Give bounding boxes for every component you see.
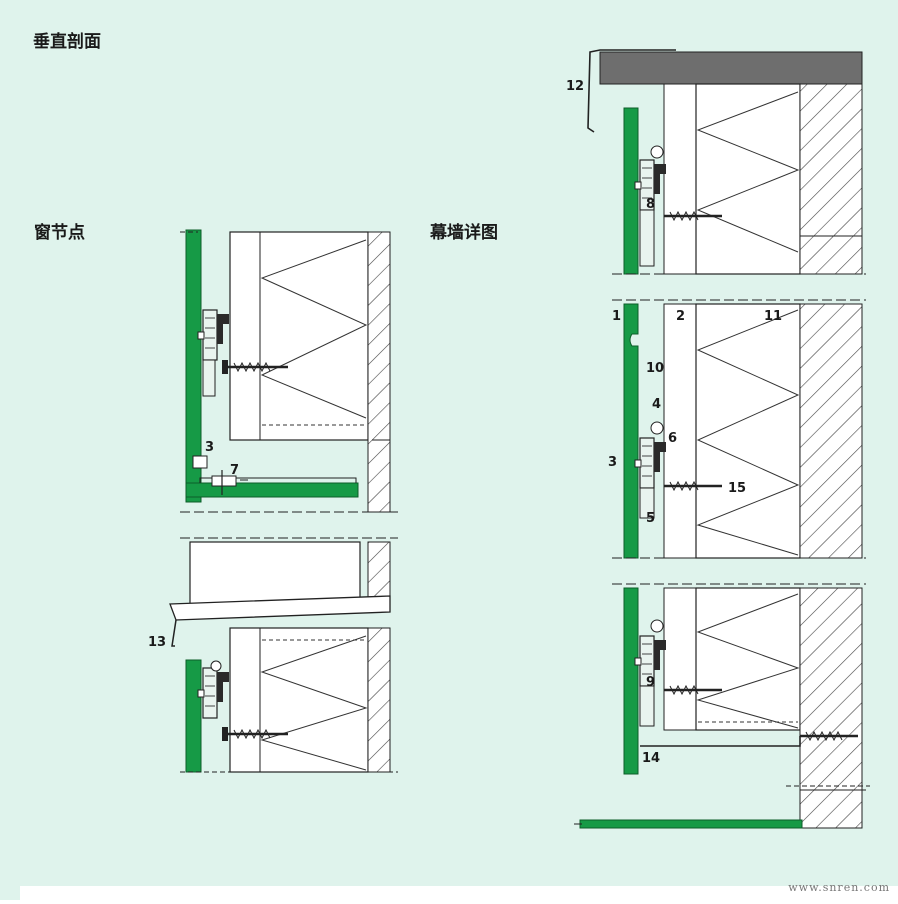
callout-n12: 12	[566, 79, 584, 94]
green-ground-strip	[579, 819, 803, 829]
callout-n1: 1	[612, 309, 621, 324]
insulation-box-upper	[229, 231, 369, 441]
green-panel-upper	[185, 229, 202, 503]
curtain-section-middle: 1 2 11 10 4 6 3 15 5	[608, 299, 866, 559]
green-panel-top	[623, 107, 639, 275]
insulation-box-lower	[229, 627, 369, 773]
callout-n6: 6	[668, 431, 677, 446]
masonry-hatch-top	[799, 83, 863, 275]
masonry-hatch-lower-top	[367, 541, 391, 601]
callout-n8: 8	[646, 197, 655, 212]
sloped-sill	[169, 595, 391, 621]
insulation-bottom	[695, 587, 801, 731]
coping-flashing	[587, 49, 676, 133]
curtain-section-bottom: 9 14	[574, 583, 870, 829]
title-curtain-detail: 幕墙详图	[430, 223, 498, 243]
green-panel-lower	[185, 659, 202, 773]
callout-n2: 2	[676, 309, 685, 324]
window-node-lower: 13	[148, 537, 398, 773]
callout-n3: 3	[608, 455, 617, 470]
masonry-hatch-bottom	[799, 587, 863, 829]
title-main: 垂直剖面	[33, 32, 101, 52]
masonry-hatch-upper	[367, 231, 391, 513]
callout-w3: 3	[205, 440, 214, 455]
paper-bottom-edge	[20, 886, 898, 900]
insulation-top	[695, 83, 801, 275]
roof-slab	[599, 51, 863, 85]
drip-flashing	[171, 619, 177, 647]
callout-n9: 9	[646, 675, 655, 690]
green-panel-middle	[623, 303, 639, 559]
insulation-zigzag-upper	[260, 239, 368, 419]
green-panel-bottom	[623, 587, 639, 775]
base-flashing	[640, 736, 801, 747]
callout-w7: 7	[230, 463, 239, 478]
callout-n5: 5	[646, 511, 655, 526]
masonry-hatch-lower	[367, 627, 391, 773]
callout-n10: 10	[646, 361, 664, 376]
callout-n11: 11	[764, 309, 782, 324]
masonry-hatch-middle	[799, 303, 863, 559]
callout-n14: 14	[642, 751, 660, 766]
insulation-zigzag-lower	[260, 635, 368, 771]
curtain-section-top: 12 8	[566, 49, 866, 275]
callout-n4: 4	[652, 397, 661, 412]
watermark: www.snren.com	[788, 881, 890, 894]
insulation-middle	[695, 303, 801, 559]
callout-n15: 15	[728, 481, 746, 496]
window-node-upper: 3 7	[180, 229, 398, 513]
callout-w13: 13	[148, 635, 166, 650]
title-window-node: 窗节点	[34, 223, 85, 243]
